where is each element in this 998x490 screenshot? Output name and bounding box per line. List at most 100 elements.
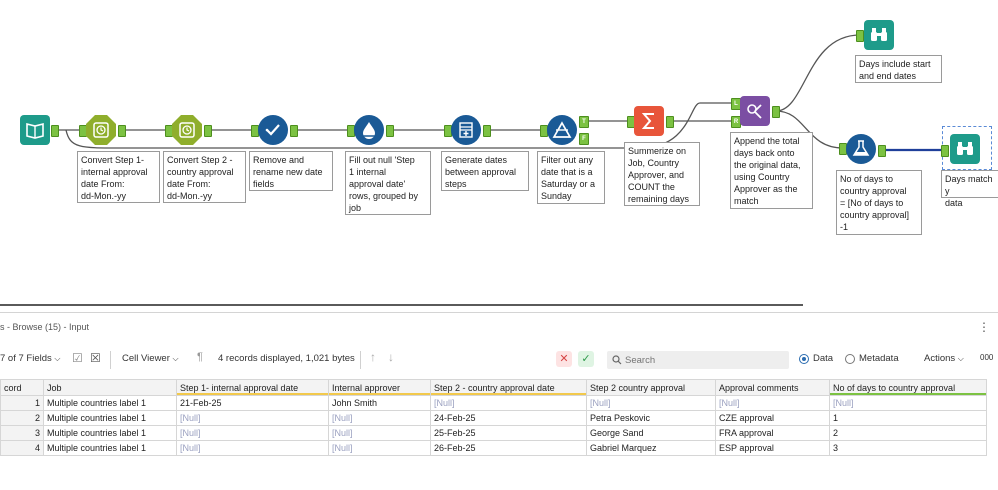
record-number-cell[interactable]: 3 [0, 425, 44, 441]
column-header[interactable]: cord [0, 379, 44, 396]
annotation-formula[interactable]: No of days to country approval = [No of … [836, 170, 922, 235]
summarize-output-anchor[interactable] [666, 116, 674, 128]
table-cell[interactable]: FRA approval [715, 425, 830, 441]
clear-filter-x-icon[interactable]: ✕ [556, 351, 572, 367]
fields-selector[interactable]: 7 of 7 Fields ⌵ [0, 353, 60, 364]
apply-filter-check-icon[interactable]: ✓ [578, 351, 594, 367]
annotation-select[interactable]: Remove and rename new date fields [249, 151, 333, 191]
filter-false-anchor[interactable]: F [579, 133, 589, 145]
convert2-output-anchor[interactable] [204, 125, 212, 137]
metadata-radio[interactable] [845, 354, 855, 364]
search-input[interactable] [625, 353, 783, 367]
workflow-canvas[interactable]: T F L R Convert Step 1- internal approva… [0, 0, 998, 300]
search-box[interactable] [607, 351, 789, 369]
table-cell[interactable]: 26-Feb-25 [430, 440, 587, 456]
table-cell[interactable]: [Null] [829, 395, 987, 411]
annotation-convert1[interactable]: Convert Step 1- internal approval date F… [77, 151, 160, 203]
convert1-input-anchor[interactable] [79, 125, 87, 137]
actions-dropdown[interactable]: Actions ⌵ [924, 353, 964, 364]
filter-true-anchor[interactable]: T [579, 116, 589, 128]
column-header[interactable]: Job [43, 379, 177, 396]
browse-tool-right[interactable] [950, 134, 980, 164]
record-number-cell[interactable]: 1 [0, 395, 44, 411]
column-header[interactable]: Internal approver [328, 379, 431, 396]
pilcrow-icon[interactable]: ¶ [197, 351, 203, 363]
generate-output-anchor[interactable] [483, 125, 491, 137]
vertical-dots-menu-icon[interactable]: ⋮ [978, 320, 990, 334]
table-cell[interactable]: CZE approval [715, 410, 830, 426]
table-cell[interactable]: Gabriel Marquez [586, 440, 716, 456]
annotation-browse-top[interactable]: Days include start and end dates [855, 55, 942, 83]
canvas-horizontal-scrollbar[interactable] [0, 304, 803, 306]
table-cell[interactable]: [Null] [586, 395, 716, 411]
select-output-anchor[interactable] [290, 125, 298, 137]
table-cell[interactable]: [Null] [328, 425, 431, 441]
annotation-generate[interactable]: Generate dates between approval steps [441, 151, 529, 191]
column-header[interactable]: Step 1- internal approval date [176, 379, 329, 396]
table-cell[interactable]: George Sand [586, 425, 716, 441]
table-cell[interactable]: 21-Feb-25 [176, 395, 329, 411]
table-cell[interactable]: Petra Peskovic [586, 410, 716, 426]
column-header[interactable]: Approval comments [715, 379, 830, 396]
summarize-tool[interactable] [634, 106, 664, 136]
table-cell[interactable]: John Smith [328, 395, 431, 411]
convert2-input-anchor[interactable] [165, 125, 173, 137]
column-header[interactable]: Step 2 - country approval date [430, 379, 587, 396]
formula-output-anchor[interactable] [878, 145, 886, 157]
select-tool[interactable] [258, 115, 288, 145]
cell-viewer-dropdown[interactable]: Cell Viewer ⌵ [122, 353, 179, 364]
arrow-up-icon[interactable]: ↑ [370, 350, 376, 364]
multi-row-formula-tool[interactable] [354, 115, 384, 145]
table-cell[interactable]: Multiple countries label 1 [43, 395, 177, 411]
datetime-tool-2[interactable] [172, 115, 202, 145]
table-cell[interactable]: [Null] [328, 410, 431, 426]
table-cell[interactable]: 25-Feb-25 [430, 425, 587, 441]
browse-right-input-anchor[interactable] [941, 145, 949, 157]
browse-top-input-anchor[interactable] [856, 30, 864, 42]
input-data-tool[interactable] [20, 115, 50, 145]
multirow-output-anchor[interactable] [386, 125, 394, 137]
table-cell[interactable]: [Null] [176, 410, 329, 426]
join-tool[interactable] [740, 96, 770, 126]
annotation-convert2[interactable]: Convert Step 2 - country approval date F… [163, 151, 246, 203]
table-cell[interactable]: ESP approval [715, 440, 830, 456]
column-header[interactable]: No of days to country approval [829, 379, 987, 396]
deselect-x-icon[interactable]: ☒ [90, 351, 101, 365]
annotation-join[interactable]: Append the total days back onto the orig… [730, 132, 813, 209]
table-cell[interactable]: [Null] [430, 395, 587, 411]
table-cell[interactable]: 3 [829, 440, 987, 456]
table-cell[interactable]: 2 [829, 425, 987, 441]
annotation-summarize[interactable]: Summerize on Job, Country Approver, and … [624, 142, 700, 206]
table-cell[interactable]: [Null] [328, 440, 431, 456]
table-cell[interactable]: [Null] [715, 395, 830, 411]
arrow-down-icon[interactable]: ↓ [388, 350, 394, 364]
filter-tool[interactable] [547, 115, 577, 145]
table-cell[interactable]: 1 [829, 410, 987, 426]
annotation-multirow[interactable]: Fill out null 'Step 1 internal approval … [345, 151, 431, 215]
table-cell[interactable]: Multiple countries label 1 [43, 425, 177, 441]
annotation-filter[interactable]: Filter out any date that is a Saturday o… [537, 151, 605, 204]
more-options[interactable]: 000 [980, 353, 994, 362]
datetime-tool-1[interactable] [86, 115, 116, 145]
table-cell[interactable]: Multiple countries label 1 [43, 410, 177, 426]
browse-tool-top[interactable] [864, 20, 894, 50]
table-cell[interactable]: [Null] [176, 425, 329, 441]
column-header[interactable]: Step 2 country approval [586, 379, 716, 396]
table-cell[interactable]: Multiple countries label 1 [43, 440, 177, 456]
data-radio[interactable] [799, 354, 809, 364]
checkbox-select-icon[interactable]: ☑ [72, 351, 83, 365]
convert1-output-anchor[interactable] [118, 125, 126, 137]
annotation-browse-right[interactable]: Days match y data [941, 170, 998, 208]
input-output-anchor[interactable] [51, 125, 59, 137]
join-output-anchor[interactable] [772, 106, 780, 118]
table-cell[interactable]: [Null] [176, 440, 329, 456]
record-number-cell[interactable]: 2 [0, 410, 44, 426]
generate-rows-tool[interactable] [451, 115, 481, 145]
record-number-cell[interactable]: 4 [0, 440, 44, 456]
table-cell[interactable]: 24-Feb-25 [430, 410, 587, 426]
formula-tool[interactable] [846, 134, 876, 164]
